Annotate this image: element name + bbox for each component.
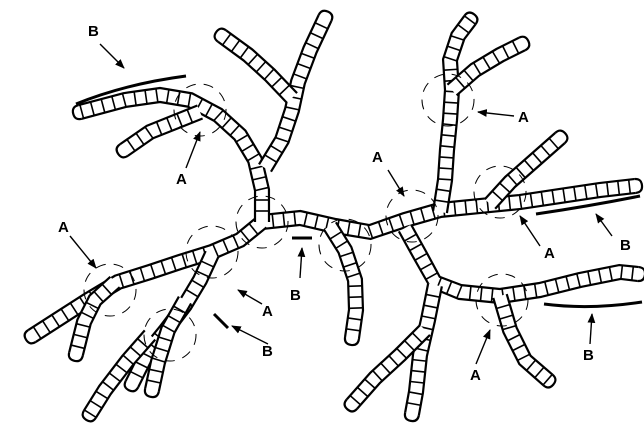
label-a-center: A <box>372 149 383 166</box>
label-arrow-0 <box>100 44 124 68</box>
filament-body <box>78 88 269 222</box>
cell-septum <box>444 69 458 70</box>
cell-septum <box>440 157 454 158</box>
label-arrow-3 <box>238 290 262 304</box>
label-a-center-left: A <box>262 303 273 320</box>
label-arrow-1 <box>186 132 200 168</box>
label-arrow-9 <box>596 214 612 236</box>
label-arrow-2 <box>70 236 96 268</box>
label-a-top-left: A <box>176 171 187 188</box>
label-a-bottom-right: A <box>470 367 481 384</box>
label-arrow-8 <box>520 216 540 246</box>
filament-11 <box>433 13 477 213</box>
label-a-right: A <box>544 245 555 262</box>
label-arrow-6 <box>388 170 404 196</box>
label-a-left: A <box>58 219 69 236</box>
filament-body <box>218 30 297 102</box>
cell-septum <box>439 168 453 169</box>
filament-2 <box>73 88 269 222</box>
label-b-right: B <box>620 237 631 254</box>
label-b-lower: B <box>262 343 273 360</box>
label-arrow-5 <box>300 248 302 278</box>
filament-10 <box>324 222 363 345</box>
cell-septum <box>444 102 458 103</box>
segment-bracket-1 <box>214 314 228 328</box>
label-b-bottom-right: B <box>583 347 594 364</box>
label-a-top-right: A <box>518 109 529 126</box>
cell-septum <box>443 113 457 114</box>
filament-network <box>25 11 644 422</box>
filament-5 <box>215 29 297 103</box>
label-arrow-11 <box>590 314 592 344</box>
segment-bracket-4 <box>544 302 642 307</box>
label-arrow-7 <box>478 112 514 116</box>
filament-15 <box>493 294 555 387</box>
filament-3 <box>117 106 203 158</box>
label-b-top-left: B <box>88 23 99 40</box>
cell-septum <box>438 179 452 180</box>
label-arrow-4 <box>232 326 268 344</box>
label-b-center: B <box>290 287 301 304</box>
label-arrow-10 <box>476 330 490 364</box>
